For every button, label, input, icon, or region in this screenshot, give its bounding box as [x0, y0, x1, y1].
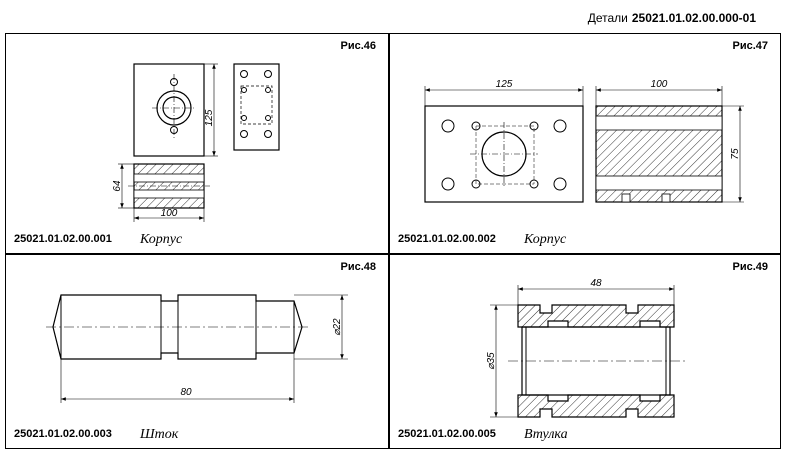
- dim-height-46: 125: [204, 109, 215, 126]
- part-code: 25021.01.02.00.002: [398, 233, 496, 245]
- figure-number: Рис.47: [732, 40, 768, 52]
- dim-diameter-48: ⌀22: [332, 318, 343, 336]
- plate-view: [424, 105, 584, 203]
- part-code: 25021.01.02.00.003: [14, 428, 112, 440]
- part-name: Шток: [140, 427, 179, 442]
- drawing-fig49: 48 ⌀35: [486, 278, 686, 418]
- drawing-fig46: 125 100 64: [112, 63, 280, 222]
- dim-length-47: 100: [651, 79, 668, 90]
- sleeve-upper-wall: [517, 304, 675, 328]
- drawing-fig47: 125 100 75: [424, 79, 744, 203]
- sleeve-lower-wall: [517, 394, 675, 418]
- part-name: Корпус: [524, 232, 567, 247]
- panel-fig46: 125 100 64 Рис.46 25021.01.02.00.001 Кор…: [5, 33, 389, 254]
- front-view: [133, 63, 205, 157]
- part-code: 25021.01.02.00.001: [14, 233, 112, 245]
- part-code: 25021.01.02.00.005: [398, 428, 496, 440]
- dim-length-46: 100: [161, 208, 178, 219]
- side-view: [233, 63, 280, 151]
- part-name: Корпус: [140, 232, 183, 247]
- dim-length-48: 80: [180, 387, 192, 398]
- panel-fig49: 48 ⌀35 Рис.49 25021.01.02.00.005 Втулка: [389, 254, 781, 449]
- panel-fig48: ⌀22 80 Рис.48 25021.01.02.00.003 Шток: [5, 254, 389, 449]
- sheet-code: 25021.01.02.00.000-01: [631, 11, 756, 25]
- drawing-fig48: ⌀22 80: [46, 294, 348, 403]
- dim-width-47: 125: [496, 79, 513, 90]
- figure-number: Рис.49: [732, 261, 768, 273]
- figure-number: Рис.48: [340, 261, 376, 273]
- dim-height-47: 75: [730, 148, 741, 160]
- dim-diameter-49: ⌀35: [486, 352, 497, 370]
- figure-number: Рис.46: [340, 40, 376, 52]
- part-name: Втулка: [524, 427, 568, 442]
- dim-length-49: 48: [590, 278, 602, 289]
- dim-thick-46: 64: [112, 180, 123, 192]
- panel-fig47: 125 100 75 Рис.47 25021.01.02.00.002 Кор…: [389, 33, 781, 254]
